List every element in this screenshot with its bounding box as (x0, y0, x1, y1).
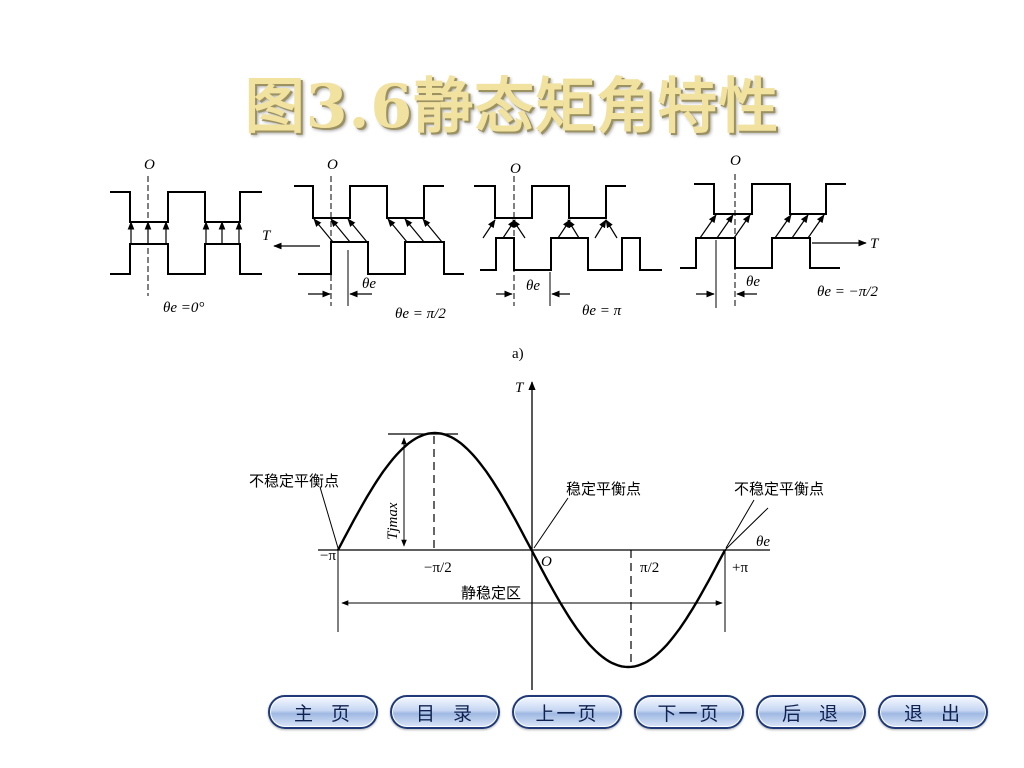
origin-label-4: O (730, 153, 741, 169)
pos-half-pi-label: π/2 (640, 560, 659, 576)
case-label-0: θe =0° (163, 300, 204, 316)
torque-angle-curve (318, 381, 770, 690)
exit-button[interactable]: 退 出 (878, 695, 988, 729)
tooth-diagrams (110, 174, 867, 308)
tooth-case-0 (110, 176, 262, 296)
unstable-right-label: 不稳定平衡点 (734, 481, 824, 498)
theta-axis-label: θe (756, 534, 770, 550)
home-button[interactable]: 主 页 (268, 695, 378, 729)
neg-half-pi-label: −π/2 (424, 560, 452, 576)
t-axis-label: T (515, 380, 525, 396)
contents-button[interactable]: 目 录 (390, 695, 500, 729)
leader-unstable-left (319, 486, 339, 549)
slide-title: 图3.6静态矩角特性 (244, 72, 780, 142)
back-button[interactable]: 后 退 (756, 695, 866, 729)
tooth-diagram-labels: O O O O T T θe θe θe θe =0° θe = π/2 θe … (144, 153, 880, 362)
tooth-case-half-pi (273, 176, 464, 306)
torque-label-right: T (870, 236, 880, 252)
nav-bar: 主 页 目 录 上一页 下一页 后 退 退 出 (268, 695, 1008, 731)
tooth-case-neg-half-pi (680, 174, 867, 308)
theta-label-2: θe (362, 276, 376, 292)
leader-stable (533, 497, 569, 549)
diagram-caption: a) (512, 346, 524, 362)
theta-label-3: θe (526, 278, 540, 294)
case-label-neg-half-pi: θe = −π/2 (817, 284, 878, 300)
leader-unstable-right (725, 499, 755, 549)
torque-label-left: T (262, 228, 272, 244)
stable-zone-label: 静稳定区 (461, 585, 521, 602)
curve-labels: T θe O −π +π −π/2 π/2 Tjmax 不稳定平衡点 稳定平衡点… (249, 380, 824, 602)
tjmax-label: Tjmax (385, 502, 401, 540)
origin-label-3: O (510, 161, 521, 177)
origin-label-2: O (327, 157, 338, 173)
neg-pi-label: −π (320, 548, 336, 564)
prev-page-button[interactable]: 上一页 (512, 695, 622, 729)
pos-pi-label: +π (732, 560, 748, 576)
stable-label: 稳定平衡点 (566, 481, 641, 498)
theta-label-4: θe (746, 274, 760, 290)
tooth-case-pi (474, 176, 662, 306)
origin-label-1: O (144, 157, 155, 173)
case-label-half-pi: θe = π/2 (395, 306, 446, 322)
curve-origin-label: O (541, 554, 552, 570)
unstable-left-label: 不稳定平衡点 (249, 473, 339, 490)
next-page-button[interactable]: 下一页 (634, 695, 744, 729)
case-label-pi: θe = π (582, 303, 622, 319)
